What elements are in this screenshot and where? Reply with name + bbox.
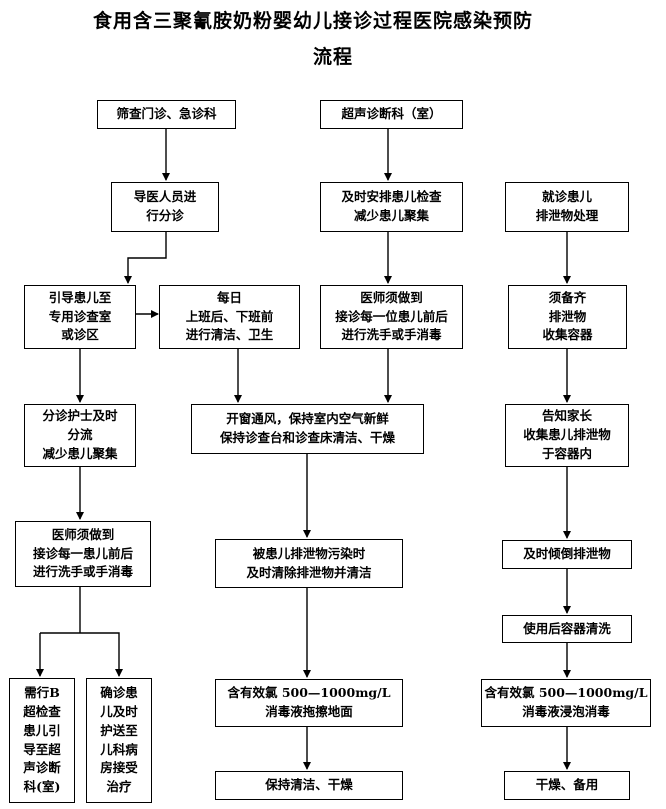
node-dry-standby: 干燥、备用 [504, 771, 630, 800]
node-keep-clean-mid: 保持清洁、干燥 [215, 771, 403, 800]
node-pediatric-ward: 确诊患 儿及时 护送至 儿科病 房接受 治疗 [86, 678, 152, 803]
node-prepare-containers: 须备齐 排泄物 收集容器 [508, 285, 627, 349]
node-guide-to-room: 引导患儿至 专用诊查室 或诊区 [24, 285, 136, 349]
node-triage-guide: 导医人员进 行分诊 [111, 182, 219, 232]
node-physician-handwash-mid: 医师须做到 接诊每一位患儿前后 进行洗手或手消毒 [320, 285, 463, 349]
node-physician-handwash-left: 医师须做到 接诊每一患儿前后 进行洗手或手消毒 [15, 521, 151, 587]
arrow-branch-n8 [40, 632, 123, 677]
node-ultrasound-dept: 超声诊断科（室） [320, 100, 463, 129]
node-ventilation: 开窗通风，保持室内空气新鲜 保持诊查台和诊查床清洁、干燥 [191, 404, 424, 454]
diagram-title-line-1: 食用含三聚氰胺奶粉婴幼儿接诊过程医院感染预防 [92, 10, 533, 32]
node-soak-disinfection: 含有效氯 500—1000mg/L 消毒液浸泡消毒 [481, 679, 651, 727]
node-screening-clinic: 筛查门诊、急诊科 [97, 100, 236, 129]
node-container-cleaning: 使用后容器清洗 [502, 615, 632, 643]
node-arrange-exam: 及时安排患儿检查 减少患儿聚集 [320, 182, 463, 232]
node-dump-excreta: 及时倾倒排泄物 [502, 540, 632, 569]
diagram-title-line-2: 流程 [312, 46, 353, 68]
arrow-n2-n3 [124, 231, 167, 284]
node-ultrasound-referral: 需行B 超检查 患儿引 导至超 声诊断 科(室) [9, 678, 75, 803]
node-daily-cleaning: 每日 上班后、下班前 进行清洁、卫生 [159, 285, 300, 349]
node-inform-parents: 告知家长 收集患儿排泄物 于容器内 [505, 404, 629, 467]
node-excreta-handling: 就诊患儿 排泄物处理 [505, 182, 629, 232]
node-excreta-contamination: 被患儿排泄物污染时 及时清除排泄物并清洁 [215, 539, 403, 588]
node-triage-nurse: 分诊护士及时 分流 减少患儿聚集 [24, 404, 136, 467]
node-floor-disinfection: 含有效氯 500—1000mg/L 消毒液拖擦地面 [215, 679, 403, 727]
